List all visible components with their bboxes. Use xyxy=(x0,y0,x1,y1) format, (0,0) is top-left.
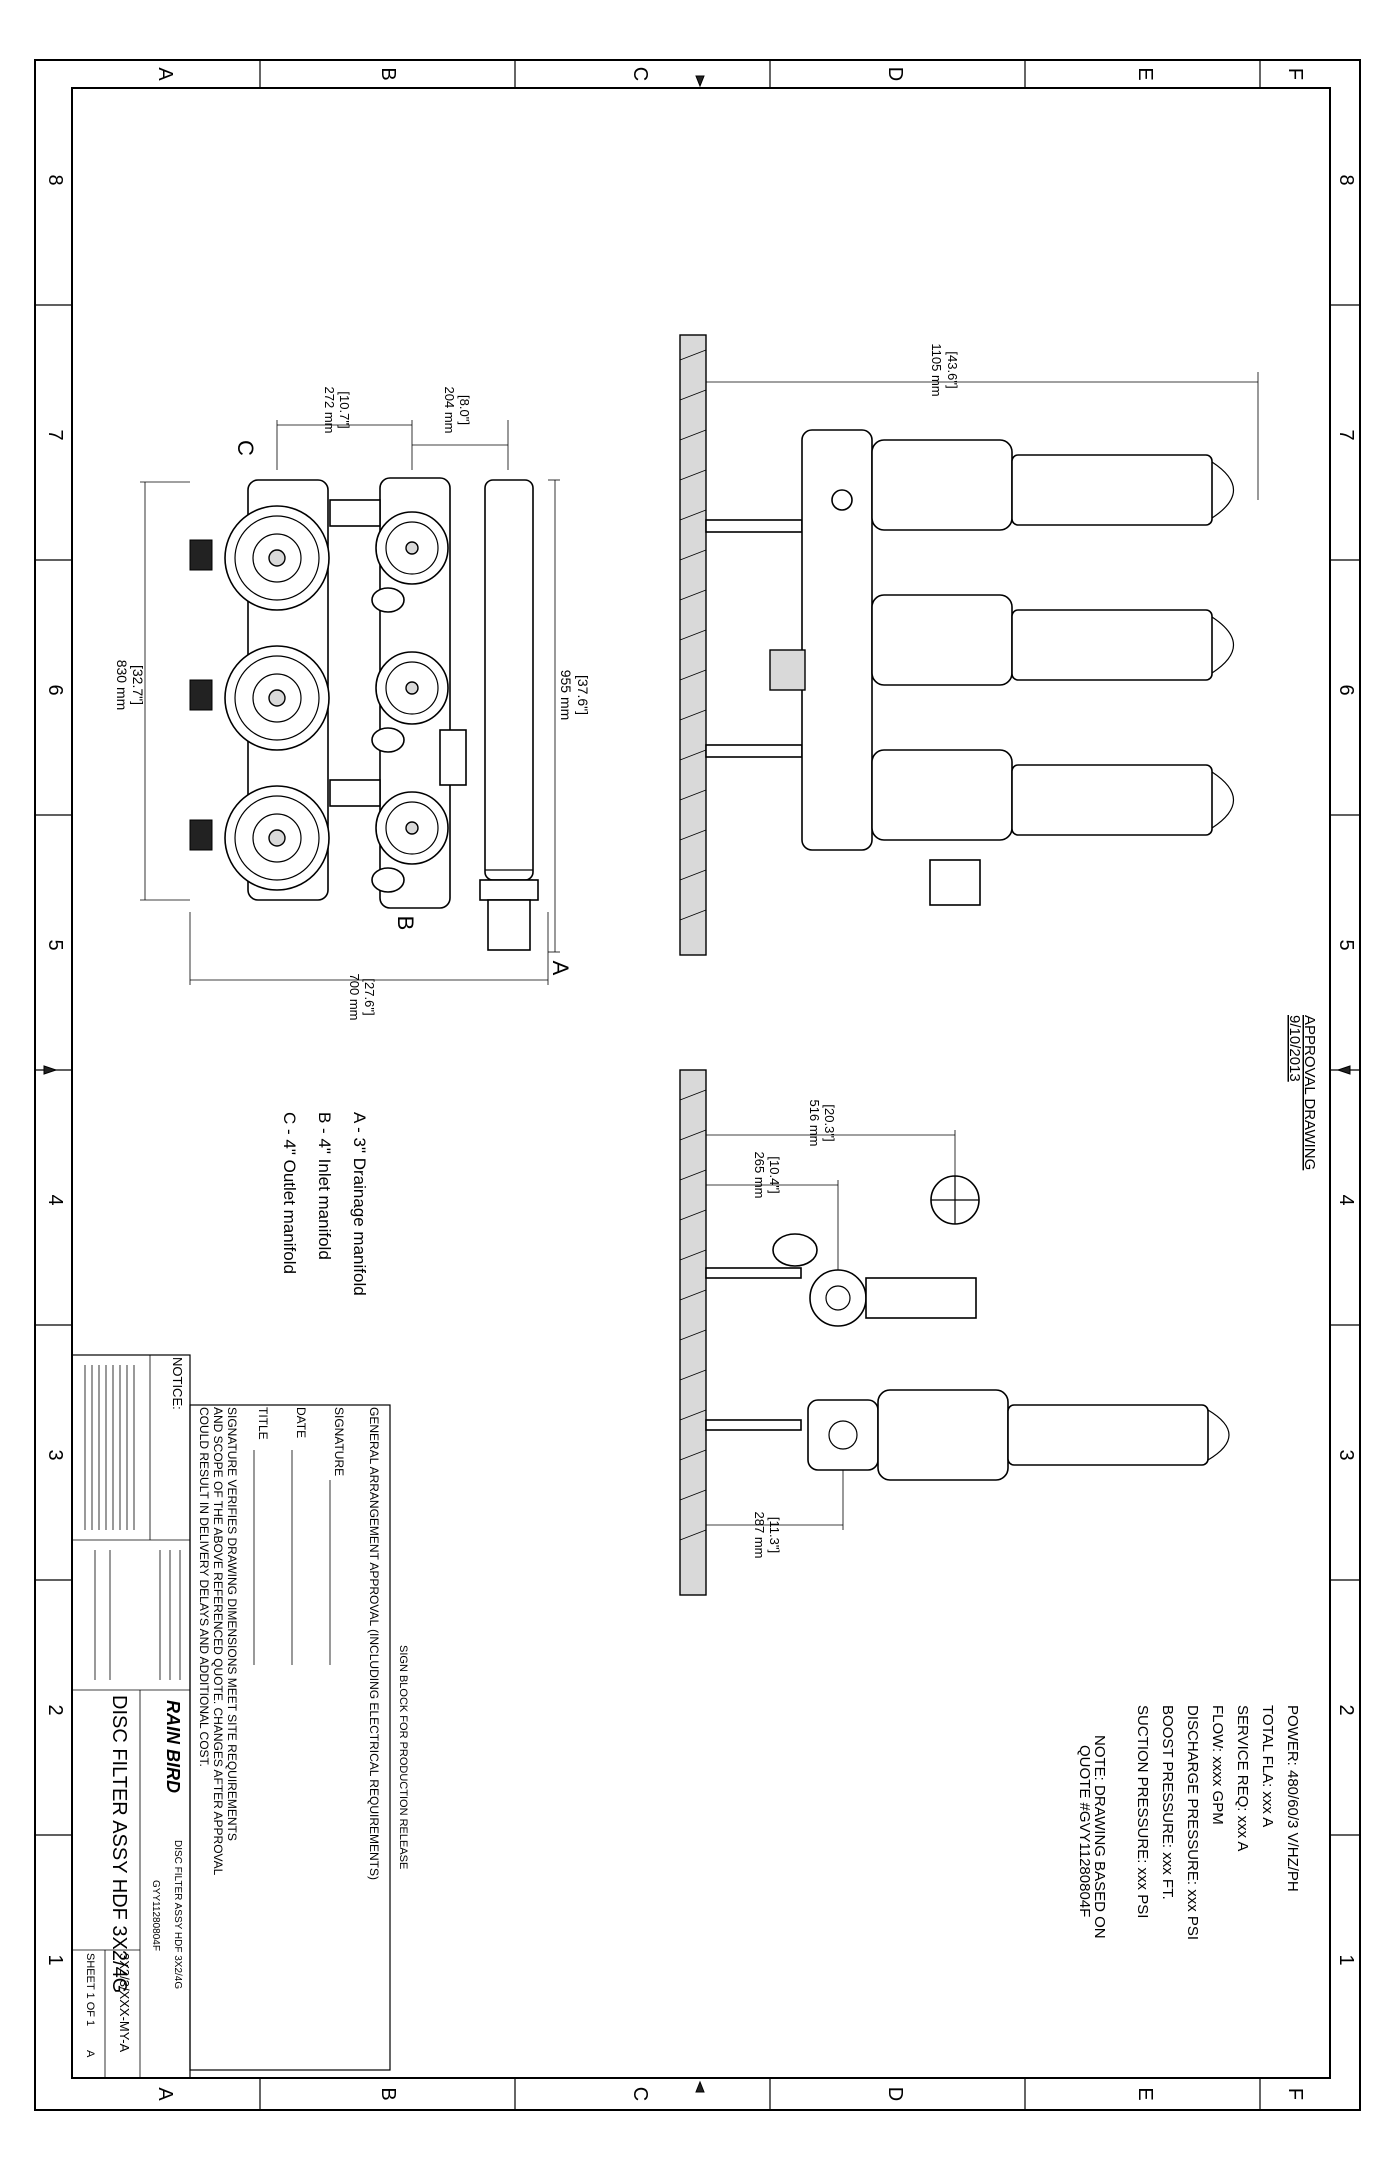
side-view: [20.3"] 516 mm [10.4"] 265 mm [11.3"] 28… xyxy=(679,1069,1230,1596)
brand-name: RAIN BIRD xyxy=(163,1700,183,1793)
zone-row-left-6: 2 xyxy=(44,1704,66,1715)
dim-265-in: [10.4"] xyxy=(767,1156,782,1193)
dim-955-in: [37.6"] xyxy=(575,675,591,715)
zone-col-bottom-4: E xyxy=(1134,2087,1156,2100)
dim-955-mm: 955 mm xyxy=(558,670,574,721)
zone-row-left-0: 8 xyxy=(44,174,66,185)
approval-stamp: APPROVAL DRAWING 9/10/2013 xyxy=(1286,1015,1318,1170)
spec-flow: FLOW: xxxx GPM xyxy=(1209,1705,1226,1825)
zone-row-right-5: 3 xyxy=(1335,1449,1357,1460)
dim-265-mm: 265 mm xyxy=(752,1152,767,1199)
spec-service-req: SERVICE REQ: xxx A xyxy=(1234,1705,1251,1851)
callout-b: B xyxy=(393,916,418,931)
zone-row-left-3: 5 xyxy=(44,939,66,950)
sign-verify-1: SIGNATURE VERIFIES DRAWING DIMENSIONS ME… xyxy=(225,1407,239,1841)
zone-row-right-1: 7 xyxy=(1335,429,1357,440)
dim-287-in: [11.3"] xyxy=(767,1517,782,1553)
legend-c: C - 4" Outlet manifold xyxy=(280,1112,299,1274)
spec-boost: BOOST PRESSURE: xxx FT. xyxy=(1159,1705,1176,1900)
drawing-number: 3X2/3/XXX-MY-A xyxy=(117,1953,132,2053)
zone-row-right-6: 2 xyxy=(1335,1704,1357,1715)
part-title: DISC FILTER ASSY HDF 3X2/4G xyxy=(172,1840,183,1989)
spec-list: POWER: 480/60/3 V/HZ/PH TOTAL FLA: xxx A… xyxy=(1076,1705,1301,1940)
sign-date: DATE xyxy=(294,1407,308,1438)
callout-c: C xyxy=(233,440,258,456)
spec-total-fla: TOTAL FLA: xxx A xyxy=(1259,1705,1276,1827)
zone-col-bottom-2: C xyxy=(629,2087,651,2101)
rain-bird-logo: RAIN BIRD xyxy=(163,1700,183,1793)
legend-b: B - 4" Inlet manifold xyxy=(315,1112,334,1260)
zone-col-bottom-1: B xyxy=(377,2087,399,2100)
dim-272-mm: 272 mm xyxy=(322,387,337,434)
zone-col-bottom-3: D xyxy=(884,2087,906,2101)
dim-516-mm: 516 mm xyxy=(807,1100,822,1147)
plan-filter-heads xyxy=(189,505,330,891)
sign-approval: GENERAL ARRANGEMENT APPROVAL (INCLUDING … xyxy=(367,1407,381,1880)
front-filters xyxy=(871,439,1235,906)
quote-number: GYY11280804F xyxy=(150,1880,161,1951)
spec-suction: SUCTION PRESSURE: xxx PSI xyxy=(1134,1705,1151,1918)
dim-272-in: [10.7"] xyxy=(337,391,352,428)
title-block: NOTICE: RAIN BIRD DISC FILTER ASSY HDF 3… xyxy=(71,1354,191,2079)
zone-row-left-7: 1 xyxy=(44,1954,66,1965)
sheet-number: SHEET 1 OF 1 xyxy=(84,1953,96,2026)
approval-title: APPROVAL DRAWING xyxy=(1301,1015,1318,1170)
dim-700-in: [27.6"] xyxy=(362,978,377,1015)
zone-row-left-2: 6 xyxy=(44,684,66,695)
zone-col-bottom-0: A xyxy=(154,2087,176,2101)
dim-700-mm: 700 mm xyxy=(347,974,362,1021)
manifold-legend: A - 3" Drainage manifold B - 4" Inlet ma… xyxy=(280,1112,369,1296)
dim-204-in: [8.0"] xyxy=(457,395,472,425)
zone-col-top-2: C xyxy=(629,67,651,81)
dim-1105-in: [43.6"] xyxy=(945,351,960,388)
sheet-border xyxy=(34,59,1361,2111)
zone-row-left-1: 7 xyxy=(44,429,66,440)
sign-signature: SIGNATURE xyxy=(332,1407,346,1476)
rev-letter: A xyxy=(84,2050,96,2058)
zone-col-top-3: D xyxy=(884,67,906,81)
dim-204-mm: 204 mm xyxy=(442,387,457,434)
plan-view: [10.7"] 272 mm [8.0"] 204 mm [37.6"] 955… xyxy=(114,387,591,1021)
zone-col-bottom-5: F xyxy=(1284,2088,1306,2100)
drawing-title: DISC FILTER ASSY HDF 3X2/4G xyxy=(108,1695,130,1993)
sign-block: SIGN BLOCK FOR PRODUCTION RELEASE GENERA… xyxy=(189,1404,409,2071)
dim-830-in: [32.7"] xyxy=(130,665,146,705)
dim-1105-mm: 1105 mm xyxy=(929,343,944,396)
zone-row-right-4: 4 xyxy=(1335,1194,1357,1205)
sign-verify-2: AND SCOPE OF THE ABOVE REFERENCED QUOTE.… xyxy=(211,1407,225,1876)
spec-note-2: QUOTE #GVY11280804F xyxy=(1076,1745,1093,1917)
zone-col-top-5: F xyxy=(1284,68,1306,80)
spec-note-1: NOTE: DRAWING BASED ON xyxy=(1091,1735,1108,1939)
sign-title: TITLE xyxy=(256,1407,270,1440)
sign-verify-3: COULD RESULT IN DELIVERY DELAYS AND ADDI… xyxy=(197,1407,211,1767)
approval-date: 9/10/2013 xyxy=(1286,1015,1303,1082)
dim-287-mm: 287 mm xyxy=(752,1512,767,1559)
legend-a: A - 3" Drainage manifold xyxy=(350,1112,369,1296)
dim-516-in: [20.3"] xyxy=(822,1104,837,1141)
zone-row-left-5: 3 xyxy=(44,1449,66,1460)
zone-row-left-4: 4 xyxy=(44,1194,66,1205)
zone-col-top-1: B xyxy=(377,67,399,80)
zone-row-right-2: 6 xyxy=(1335,684,1357,695)
zone-labels: A B C D E F A B C D E F 8 7 6 5 4 3 2 1 … xyxy=(44,67,1357,2102)
front-view: [43.6"] 1105 mm xyxy=(679,334,1259,956)
zone-row-right-0: 8 xyxy=(1335,174,1357,185)
notice-label: NOTICE: xyxy=(170,1357,185,1410)
spec-discharge: DISCHARGE PRESSURE: xxx PSI xyxy=(1184,1705,1201,1940)
zone-row-right-3: 5 xyxy=(1335,939,1357,950)
plan-inlet-valves xyxy=(371,511,467,893)
sign-header: SIGN BLOCK FOR PRODUCTION RELEASE xyxy=(397,1645,409,1869)
dim-830-mm: 830 mm xyxy=(114,660,130,711)
callout-a: A xyxy=(548,961,573,976)
zone-col-top-4: E xyxy=(1134,67,1156,80)
zone-col-top-0: A xyxy=(154,67,176,81)
spec-power: POWER: 480/60/3 V/HZ/PH xyxy=(1284,1705,1301,1892)
zone-row-right-7: 1 xyxy=(1335,1954,1357,1965)
